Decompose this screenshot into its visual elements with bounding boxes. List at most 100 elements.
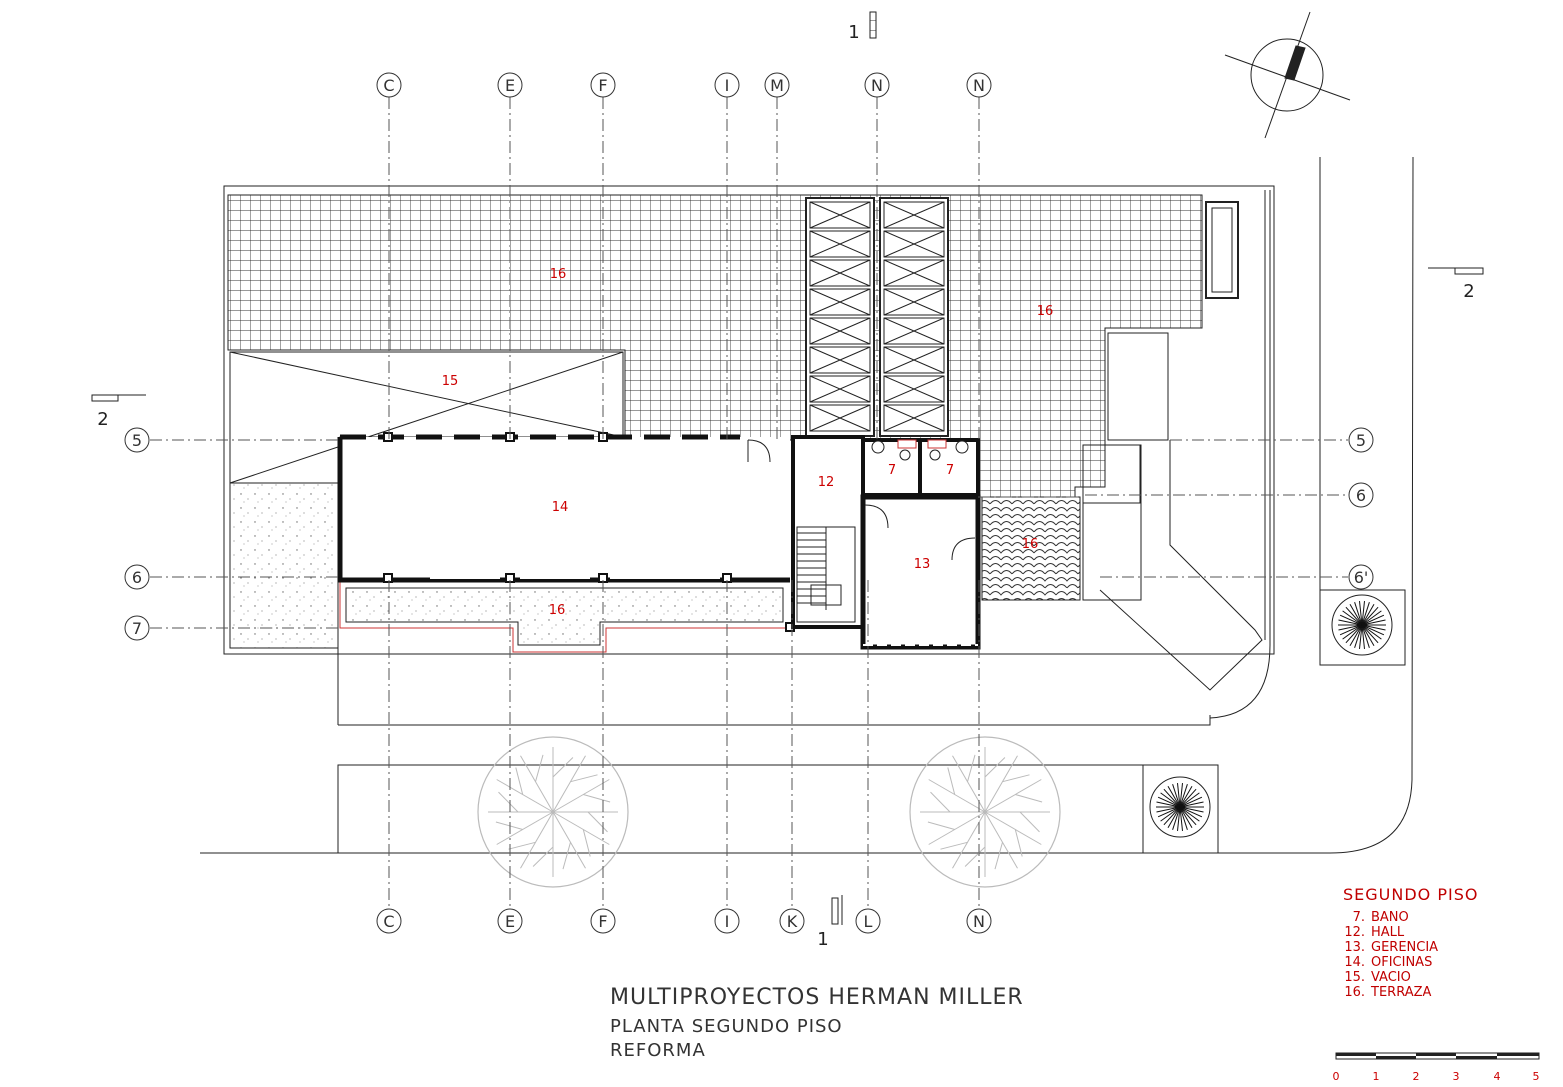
legend-heading: SEGUNDO PISO (1343, 885, 1479, 904)
grid-bubble-left: 5 (124, 427, 150, 453)
column (383, 432, 393, 442)
grid-bubble-top: N (864, 72, 890, 98)
legend-label: HALL (1371, 925, 1405, 940)
site-boundary (223, 185, 1275, 655)
svg-text:F: F (598, 912, 607, 931)
drawing-title: MULTIPROYECTOS HERMAN MILLER (610, 985, 1024, 1010)
svg-text:E: E (505, 76, 515, 95)
grid-bubble-right: 6 (1348, 482, 1374, 508)
scale-tick-label: 3 (1453, 1070, 1460, 1083)
grid-bubble-bottom: C (376, 908, 402, 934)
scale-tick-label: 4 (1494, 1070, 1501, 1083)
section-marks (91, 11, 1484, 925)
room-label: 16 (550, 267, 567, 282)
grid-bubble-top: M (764, 72, 790, 98)
skylight-grid (805, 197, 949, 437)
svg-text:K: K (787, 912, 798, 931)
scale-tick-label: 1 (1373, 1070, 1380, 1083)
legend-item: 16. TERRAZA (1335, 985, 1478, 1000)
svg-text:6: 6 (1356, 486, 1366, 505)
legend-item: 14. OFICINAS (1335, 955, 1478, 970)
svg-text:N: N (973, 76, 985, 95)
drawing-subtitle-2: REFORMA (610, 1040, 706, 1061)
svg-text:I: I (725, 76, 730, 95)
grid-bubble-top: I (714, 72, 740, 98)
grid-bubble-right: 5 (1348, 427, 1374, 453)
legend-label: GERENCIA (1371, 940, 1439, 955)
svg-text:E: E (505, 912, 515, 931)
legend-list: 7. BANO 12. HALL 13. GERENCIA 14. OFICINAS 1… (1335, 910, 1478, 1000)
grid-bubble-left: 6 (124, 564, 150, 590)
room-label: 7 (946, 463, 954, 478)
svg-text:6': 6' (1354, 568, 1369, 587)
section-mark-number: 1 (848, 22, 859, 43)
planter-west (229, 482, 339, 649)
shrub-symbols (1149, 594, 1393, 838)
grid-bubble-bottom: L (855, 908, 881, 934)
column (383, 573, 393, 583)
scale-tick-label: 5 (1533, 1070, 1540, 1083)
grid-bubble-top: C (376, 72, 402, 98)
svg-text:L: L (864, 912, 873, 931)
site-lines (200, 156, 1414, 854)
grid-bubble-top: N (966, 72, 992, 98)
legend-num: 14. (1344, 955, 1365, 970)
scale-tick-label: 2 (1413, 1070, 1420, 1083)
grid-bubble-bottom: E (497, 908, 523, 934)
svg-text:6: 6 (132, 568, 142, 587)
terrace-scale-pattern (981, 496, 1081, 601)
room-legend: SEGUNDO PISO 7. BANO 12. HALL 13. GERENCIA … (1335, 885, 1478, 1000)
room-label: 12 (818, 475, 835, 490)
svg-text:C: C (383, 76, 394, 95)
room-label: 7 (888, 463, 896, 478)
room-label: 16 (549, 603, 566, 618)
grid-bubble-bottom: N (966, 908, 992, 934)
legend-label: BANO (1371, 910, 1409, 925)
legend-item: 15. VACIO (1335, 970, 1478, 985)
svg-text:I: I (725, 912, 730, 931)
room-label: 16 (1022, 537, 1039, 552)
grid-bubble-top: F (590, 72, 616, 98)
room-label: 15 (442, 374, 459, 389)
north-arrow (1224, 11, 1351, 139)
legend-item: 13. GERENCIA (1335, 940, 1478, 955)
office-walls (337, 434, 790, 583)
room-label: 14 (552, 500, 569, 515)
svg-text:F: F (598, 76, 607, 95)
room-label: 16 (1037, 304, 1054, 319)
legend-label: VACIO (1371, 970, 1411, 985)
legend-num: 12. (1344, 925, 1365, 940)
svg-text:7: 7 (132, 619, 142, 638)
legend-label: OFICINAS (1371, 955, 1433, 970)
svg-text:5: 5 (132, 431, 142, 450)
scale-bar (1335, 1052, 1540, 1060)
legend-label: TERRAZA (1371, 985, 1432, 1000)
planter-south (345, 587, 784, 646)
grid-bubble-bottom: I (714, 908, 740, 934)
room-label: 13 (914, 557, 931, 572)
scale-tick-label: 0 (1333, 1070, 1340, 1083)
legend-num: 13. (1344, 940, 1365, 955)
grid-bubble-bottom: F (590, 908, 616, 934)
tree-symbols (477, 736, 1061, 888)
grid-bubble-top: E (497, 72, 523, 98)
section-mark-number: 2 (1463, 281, 1474, 302)
section-mark-number: 2 (97, 409, 108, 430)
legend-num: 15. (1344, 970, 1365, 985)
svg-text:C: C (383, 912, 394, 931)
section-mark-number: 1 (817, 929, 828, 950)
grid-bubble-right: 6' (1348, 564, 1374, 590)
svg-text:N: N (973, 912, 985, 931)
grid-bubble-bottom: K (779, 908, 805, 934)
svg-text:M: M (770, 76, 784, 95)
grid-bubble-left: 7 (124, 615, 150, 641)
legend-num: 7. (1352, 910, 1365, 925)
legend-num: 16. (1344, 985, 1365, 1000)
toilets (871, 439, 969, 461)
svg-text:5: 5 (1356, 431, 1366, 450)
legend-item: 7. BANO (1335, 910, 1478, 925)
legend-item: 12. HALL (1335, 925, 1478, 940)
drawing-subtitle: PLANTA SEGUNDO PISO (610, 1016, 843, 1037)
svg-text:N: N (871, 76, 883, 95)
